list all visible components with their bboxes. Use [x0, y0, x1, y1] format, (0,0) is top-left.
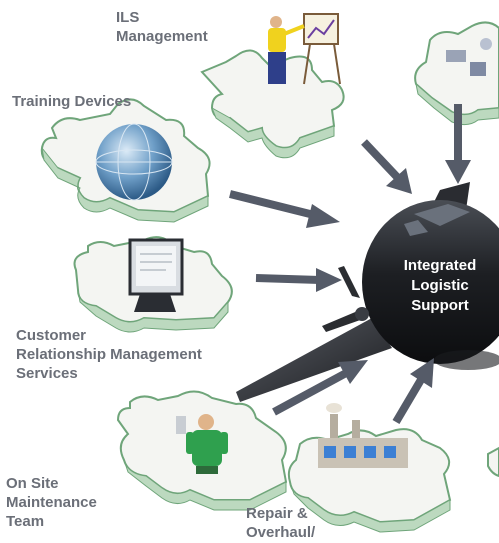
center-label-integrated-logistic-support: Integrated Logistic Support	[376, 256, 499, 316]
center-label-line: Integrated	[403, 257, 477, 274]
presenter-with-easel-icon	[268, 13, 341, 85]
arrow-from-training	[229, 190, 340, 228]
computer-monitor-icon	[128, 238, 184, 312]
label-onsite-maintenance: On Site Maintenance Team	[6, 474, 97, 531]
label-line: Team	[6, 513, 45, 530]
label-line: Training Devices	[12, 93, 132, 110]
factory-icon	[318, 403, 408, 468]
aircraft-parts-icon	[446, 38, 492, 76]
label-line: Overhaul/	[246, 524, 316, 541]
aircraft-illustration	[236, 182, 499, 402]
arrow-from-top-right	[445, 104, 471, 184]
puzzle-piece-bottom-right	[487, 446, 499, 478]
maintenance-worker-icon	[176, 414, 228, 474]
center-label-line: Logistic	[411, 277, 469, 294]
arrow-from-onsite	[272, 360, 368, 416]
label-repair-overhaul: Repair & Overhaul/	[246, 504, 315, 542]
label-line: Repair &	[246, 505, 308, 522]
arrow-from-crm	[255, 268, 342, 292]
label-line: Customer	[16, 327, 87, 344]
arrows	[229, 104, 471, 425]
label-line: Management	[116, 28, 208, 45]
label-line: Maintenance	[6, 494, 97, 511]
label-training-devices: Training Devices	[12, 92, 131, 111]
puzzle-piece-ils	[200, 49, 345, 159]
arrow-from-ils	[361, 139, 412, 194]
label-line: ILS	[116, 9, 140, 26]
arrow-from-repair	[392, 358, 434, 425]
label-line: On Site	[6, 475, 59, 492]
label-ils-management: ILS Management	[116, 8, 208, 46]
label-crm-services: Customer Relationship Management Service…	[16, 326, 202, 383]
label-line: Relationship Management	[16, 346, 202, 363]
label-line: Services	[16, 365, 78, 382]
globe-icon	[95, 123, 173, 201]
center-label-line: Support	[411, 297, 469, 314]
